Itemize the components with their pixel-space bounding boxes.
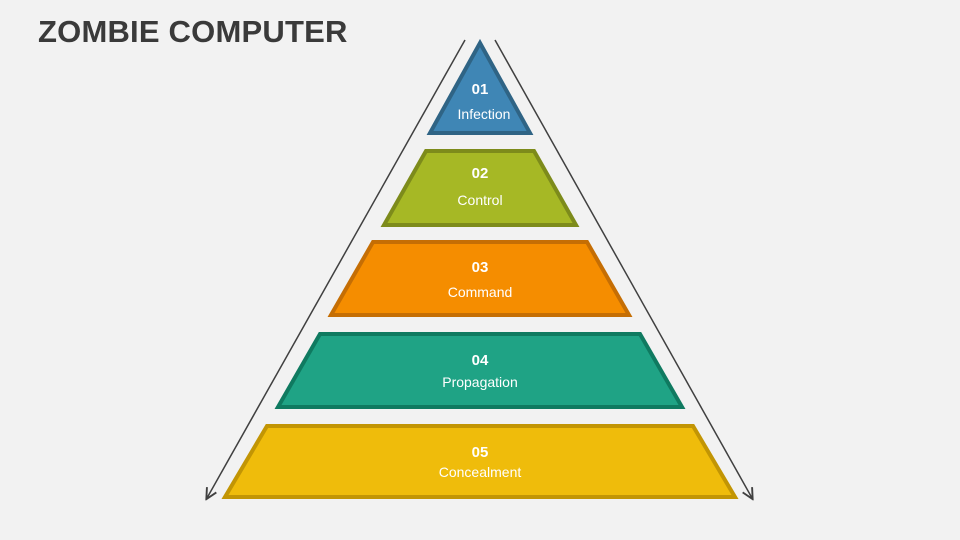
level-3-number: 03	[472, 259, 489, 276]
level-4-shape	[274, 332, 686, 409]
pyramid-level-4: 04 Propagation	[274, 332, 686, 409]
level-2-label: Control	[457, 192, 502, 208]
level-1-shape	[426, 38, 534, 135]
level-4-label: Propagation	[442, 374, 518, 390]
level-5-shape	[221, 424, 739, 499]
level-1-label: Infection	[458, 106, 511, 122]
level-3-shape	[327, 240, 633, 317]
pyramid-level-3: 03 Command	[327, 240, 633, 317]
pyramid-level-1: 01 Infection	[426, 38, 534, 135]
pyramid-level-5: 05 Concealment	[221, 424, 739, 499]
level-2-shape	[380, 149, 580, 227]
level-5-label: Concealment	[439, 464, 522, 480]
left-arrow	[207, 39, 466, 498]
level-3-label: Command	[448, 284, 513, 300]
level-5-number: 05	[472, 444, 489, 461]
level-2-number: 02	[472, 165, 489, 182]
slide-title: ZOMBIE COMPUTER	[38, 14, 348, 49]
right-arrow	[494, 39, 752, 498]
pyramid-level-2: 02 Control	[380, 149, 580, 227]
level-1-number: 01	[472, 81, 489, 98]
level-4-number: 04	[472, 352, 489, 369]
